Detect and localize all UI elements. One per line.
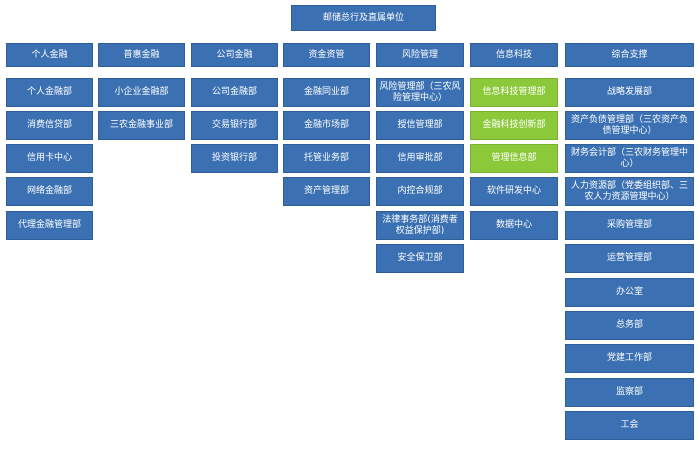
- dept-box: 交易银行部: [191, 111, 278, 140]
- dept-box: 人力资源部（党委组织部、三农人力资源管理中心）: [565, 177, 694, 206]
- column-header: 个人金融: [6, 43, 93, 67]
- dept-box: 安全保卫部: [376, 244, 464, 273]
- column-fund-asset-management: 资金资管 金融同业部 金融市场部 托管业务部 资产管理部: [283, 43, 370, 443]
- dept-box: 风险管理部（三农风险管理中心）: [376, 78, 464, 107]
- column-information-technology: 信息科技 信息科技管理部 金融科技创新部 管理信息部 软件研发中心 数据中心: [470, 43, 558, 443]
- dept-box: 三农金融事业部: [98, 111, 185, 140]
- dept-box: 运营管理部: [565, 244, 694, 273]
- column-header: 风险管理: [376, 43, 464, 67]
- dept-box: 托管业务部: [283, 144, 370, 173]
- dept-box: 金融同业部: [283, 78, 370, 107]
- dept-box: 党建工作部: [565, 344, 694, 373]
- dept-box: 总务部: [565, 311, 694, 340]
- dept-box: 监察部: [565, 378, 694, 407]
- dept-box: 公司金融部: [191, 78, 278, 107]
- dept-box: 消费信贷部: [6, 111, 93, 140]
- column-integrated-support: 综合支撑 战略发展部 资产负债管理部（三农资产负债管理中心） 财务会计部（三农财…: [565, 43, 694, 443]
- column-personal-finance: 个人金融 个人金融部 消费信贷部 信用卡中心 网络金融部 代理金融管理部: [6, 43, 93, 443]
- dept-box-highlighted: 金融科技创新部: [470, 111, 558, 140]
- column-risk-management: 风险管理 风险管理部（三农风险管理中心） 授信管理部 信用审批部 内控合规部 法…: [376, 43, 464, 443]
- column-header: 综合支撑: [565, 43, 694, 67]
- dept-box: 个人金融部: [6, 78, 93, 107]
- dept-box: 金融市场部: [283, 111, 370, 140]
- dept-box: 工会: [565, 411, 694, 440]
- dept-box: 投资银行部: [191, 144, 278, 173]
- dept-box: 采购管理部: [565, 211, 694, 240]
- column-header: 普惠金融: [98, 43, 185, 67]
- dept-box: 信用卡中心: [6, 144, 93, 173]
- dept-box-highlighted: 管理信息部: [470, 144, 558, 173]
- dept-box-highlighted: 信息科技管理部: [470, 78, 558, 107]
- column-inclusive-finance: 普惠金融 小企业金融部 三农金融事业部: [98, 43, 185, 443]
- column-corporate-finance: 公司金融 公司金融部 交易银行部 投资银行部: [191, 43, 278, 443]
- dept-box: 战略发展部: [565, 78, 694, 107]
- dept-box: 资产管理部: [283, 177, 370, 206]
- dept-box: 软件研发中心: [470, 177, 558, 206]
- column-header: 资金资管: [283, 43, 370, 67]
- root-unit-box: 邮储总行及直属单位: [291, 5, 436, 31]
- dept-box: 资产负债管理部（三农资产负债管理中心）: [565, 111, 694, 140]
- column-header: 信息科技: [470, 43, 558, 67]
- dept-box: 财务会计部（三农财务管理中心）: [565, 144, 694, 173]
- dept-box: 网络金融部: [6, 177, 93, 206]
- dept-box: 信用审批部: [376, 144, 464, 173]
- dept-box: 数据中心: [470, 211, 558, 240]
- dept-box: 办公室: [565, 278, 694, 307]
- dept-box: 小企业金融部: [98, 78, 185, 107]
- dept-box: 法律事务部(消费者权益保护部): [376, 211, 464, 240]
- dept-box: 授信管理部: [376, 111, 464, 140]
- dept-box: 内控合规部: [376, 177, 464, 206]
- dept-box: 代理金融管理部: [6, 211, 93, 240]
- root-unit-label: 邮储总行及直属单位: [322, 12, 404, 23]
- column-header: 公司金融: [191, 43, 278, 67]
